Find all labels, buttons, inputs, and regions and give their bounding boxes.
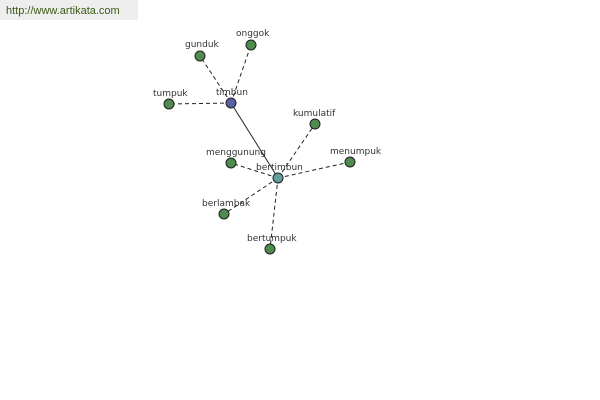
node-bertumpuk[interactable]: bertumpuk xyxy=(247,234,297,255)
edge-timbun-tumpuk xyxy=(168,102,232,105)
node-tumpuk[interactable]: tumpuk xyxy=(153,89,188,110)
edge-bertimbun-menggunung xyxy=(230,162,279,179)
edge-bertimbun-kumulatif xyxy=(277,123,316,179)
node-gunduk[interactable]: gunduk xyxy=(185,40,220,62)
node-label-bertumpuk[interactable]: bertumpuk xyxy=(247,234,297,244)
node-circle-bertumpuk[interactable] xyxy=(264,243,276,255)
node-circle-tumpuk[interactable] xyxy=(163,98,175,110)
node-label-bertimbun[interactable]: bertimbun xyxy=(256,163,303,173)
node-label-timbun[interactable]: timbun xyxy=(216,88,248,98)
nodes-layer: gunduk onggok tumpuk timbun kumulatif menggun… xyxy=(153,29,382,255)
node-berlambak[interactable]: berlambak xyxy=(202,199,251,220)
node-onggok[interactable]: onggok xyxy=(236,29,270,51)
node-circle-timbun[interactable] xyxy=(225,97,237,109)
node-circle-onggok[interactable] xyxy=(245,39,257,51)
edge-bertimbun-menumpuk xyxy=(277,161,351,179)
edge-timbun-gunduk xyxy=(199,55,232,104)
node-circle-menumpuk[interactable] xyxy=(344,156,356,168)
node-label-onggok[interactable]: onggok xyxy=(236,29,270,39)
node-label-berlambak[interactable]: berlambak xyxy=(202,199,251,209)
node-circle-kumulatif[interactable] xyxy=(309,118,321,130)
node-bertimbun[interactable]: bertimbun xyxy=(256,163,303,184)
node-circle-menggunung[interactable] xyxy=(225,157,237,169)
node-circle-berlambak[interactable] xyxy=(218,208,230,220)
edge-bertimbun-berlambak xyxy=(223,177,279,215)
node-kumulatif[interactable]: kumulatif xyxy=(293,109,336,130)
edge-timbun-bertimbun xyxy=(230,102,279,179)
edge-timbun-onggok xyxy=(230,44,252,104)
node-label-menggunung[interactable]: menggunung xyxy=(206,148,266,158)
node-menggunung[interactable]: menggunung xyxy=(206,148,266,169)
edges-layer xyxy=(168,44,351,250)
node-label-gunduk[interactable]: gunduk xyxy=(185,40,220,50)
site-url-banner[interactable]: http://www.artikata.com xyxy=(0,0,138,20)
node-label-tumpuk[interactable]: tumpuk xyxy=(153,89,188,99)
node-circle-bertimbun[interactable] xyxy=(272,172,284,184)
edge-bertimbun-bertumpuk xyxy=(269,177,279,250)
node-circle-gunduk[interactable] xyxy=(194,50,206,62)
node-label-kumulatif[interactable]: kumulatif xyxy=(293,109,336,119)
node-timbun[interactable]: timbun xyxy=(216,88,248,109)
node-menumpuk[interactable]: menumpuk xyxy=(330,147,382,168)
node-label-menumpuk[interactable]: menumpuk xyxy=(330,147,382,157)
